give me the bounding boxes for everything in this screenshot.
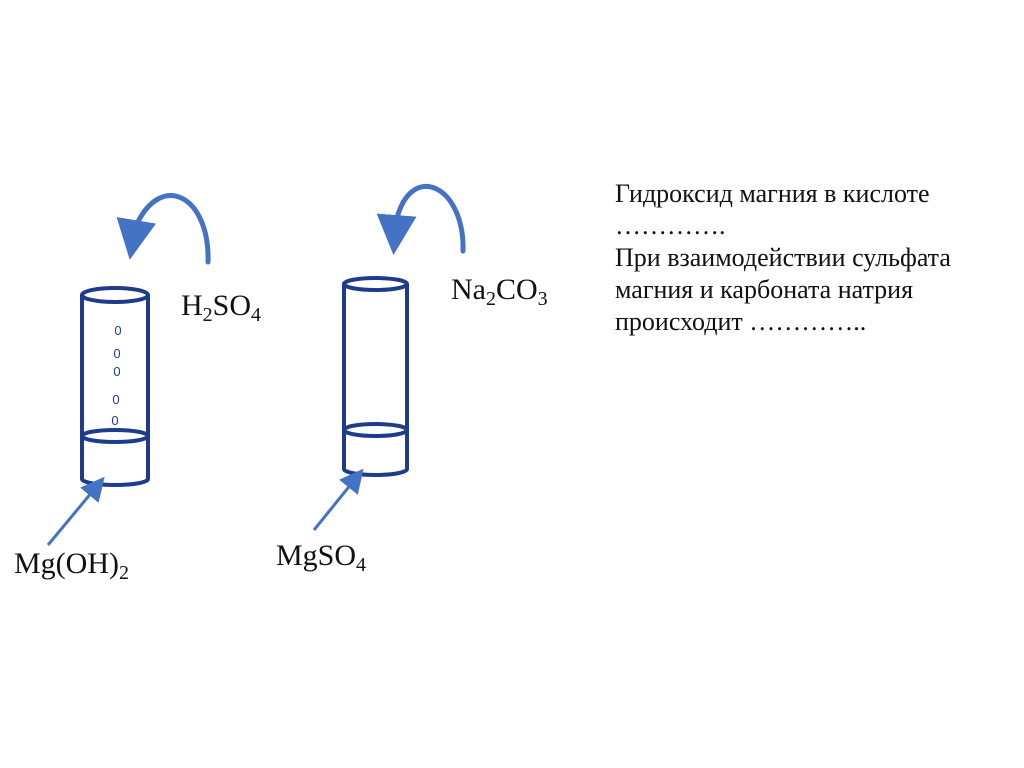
task-blank: ………….: [615, 211, 726, 240]
bubble: 0: [113, 364, 120, 379]
bubble: 0: [113, 346, 120, 361]
task-line: магния и карбоната натрия: [615, 275, 914, 304]
task-line: происходит …………..: [615, 307, 867, 336]
pointer-arrow-left-icon: [46, 476, 105, 546]
label-sulfuric-acid: H2SO4: [181, 289, 262, 326]
test-tube-left: [80, 286, 150, 487]
pour-arrow-right-icon: [376, 184, 466, 255]
task-line: Гидроксид магния в кислоте: [615, 179, 930, 208]
label-magnesium-sulfate: MgSO4: [276, 539, 367, 576]
pointer-arrow-right-icon: [312, 468, 364, 531]
task-line: При взаимодействии сульфата: [615, 243, 951, 272]
test-tube-right: [342, 276, 409, 477]
gas-bubbles: 0 0 0 0 0: [111, 323, 121, 428]
bubble: 0: [114, 323, 121, 338]
label-magnesium-hydroxide: Mg(OH)2: [14, 547, 129, 584]
task-text: Гидроксид магния в кислоте …………. При вза…: [615, 178, 1015, 338]
bubble: 0: [112, 392, 119, 407]
pour-arrow-left-icon: [116, 193, 211, 265]
bubble: 0: [111, 413, 118, 428]
label-sodium-carbonate: Na2CO3: [451, 273, 548, 310]
